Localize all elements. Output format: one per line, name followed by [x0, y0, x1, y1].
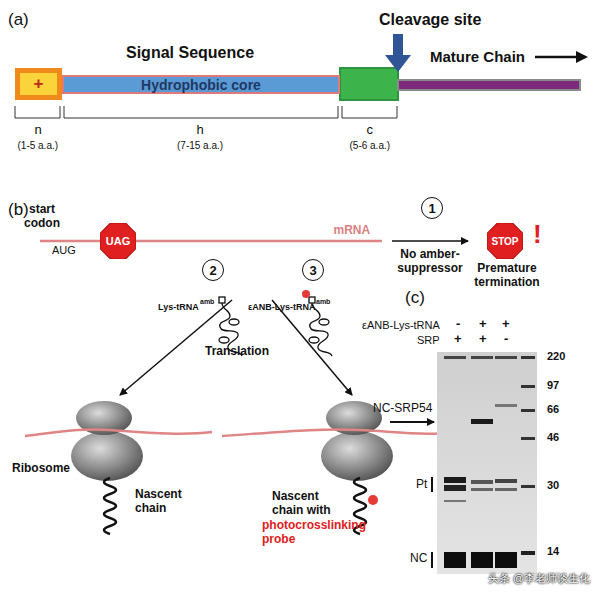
lane-sign: + — [454, 332, 462, 347]
lane-sign: - — [456, 317, 460, 332]
band-label: NC-SRP54 — [373, 402, 432, 416]
node-text: 2 — [209, 263, 216, 278]
region-letter: h — [197, 123, 204, 138]
node-text: 3 — [309, 263, 316, 278]
marker-size: 97 — [547, 379, 559, 392]
lane-sign: + — [479, 317, 487, 332]
watermark: 头条 @李老师谈生化 — [488, 572, 590, 585]
node-text: UAG — [106, 235, 130, 247]
cleavage-arrow — [385, 34, 411, 72]
lane-header: SRP — [417, 334, 440, 347]
chain-label: Mature Chain — [430, 48, 525, 65]
node-text: 1 — [428, 201, 435, 216]
mrna-line — [40, 240, 382, 243]
mrna-label: mRNA — [334, 224, 371, 238]
part-label: Nascent chain — [135, 488, 195, 516]
region-title: Signal Sequence — [126, 44, 254, 62]
step-number: 2 — [202, 259, 224, 281]
h-region: Hydrophobic core — [62, 75, 340, 94]
region-letter: c — [367, 123, 374, 138]
band-label: Pt — [416, 478, 427, 492]
panel-label: (c) — [405, 288, 425, 308]
lane-header: εANB-Lys-tRNA — [362, 319, 440, 332]
trna-label: Lys-tRNA — [158, 302, 199, 312]
c-region — [340, 68, 398, 100]
marker-size: 220 — [547, 350, 565, 363]
octagon-outline — [100, 223, 136, 259]
part-label: Ribosome — [12, 462, 70, 476]
site-label: Cleavage site — [379, 11, 481, 29]
band-arrow — [390, 421, 434, 423]
node-text: + — [34, 74, 44, 94]
marker-size: 14 — [547, 545, 559, 558]
node-text: Hydrophobic core — [141, 77, 261, 93]
panel-label: (a) — [8, 10, 29, 30]
stop-octagon: STOP — [487, 223, 523, 259]
marker-size: 30 — [547, 479, 559, 492]
trna-superscript: amb — [200, 298, 214, 306]
mature-chain-bar — [398, 80, 580, 90]
n-region: + — [15, 68, 62, 100]
translation-arrow — [272, 300, 352, 395]
gel-image — [437, 352, 537, 574]
region-brackets — [15, 106, 397, 118]
marker-size: 66 — [547, 403, 559, 416]
length-note: (5-6 a.a.) — [350, 140, 391, 152]
band-label: NC — [410, 552, 427, 566]
band-tick — [431, 477, 433, 568]
ribosome — [222, 401, 468, 534]
node-text: STOP — [491, 236, 518, 247]
step-label: Translation — [205, 345, 269, 359]
trna-symbol — [302, 290, 332, 356]
mature-arrow — [535, 51, 588, 63]
alert-mark: ! — [533, 220, 542, 250]
result-note: Premature termination — [462, 262, 552, 290]
trna-superscript: amb — [316, 298, 330, 306]
codon-label: AUG — [52, 244, 76, 257]
marker-size: 46 — [547, 431, 559, 444]
lane-sign: - — [504, 332, 508, 347]
region-letter: n — [35, 123, 42, 138]
length-note: (1-5 a.a.) — [18, 140, 59, 152]
octagon-outline — [487, 223, 523, 259]
stop-octagon: UAG — [100, 223, 136, 259]
termination-arrow — [392, 240, 468, 242]
probe-label: photocrosslinking probe — [262, 519, 372, 547]
trna-label: εANB-Lys-tRNA — [248, 302, 315, 312]
step-number: 3 — [302, 259, 324, 281]
lane-sign: + — [479, 332, 487, 347]
step-number: 1 — [421, 197, 443, 219]
part-label: Nascent chain with — [272, 490, 352, 518]
length-note: (7-15 a.a.) — [177, 140, 223, 152]
codon-note: start codon — [22, 203, 62, 231]
step-note: No amber-suppressor — [390, 248, 470, 276]
lane-sign: + — [502, 317, 510, 332]
